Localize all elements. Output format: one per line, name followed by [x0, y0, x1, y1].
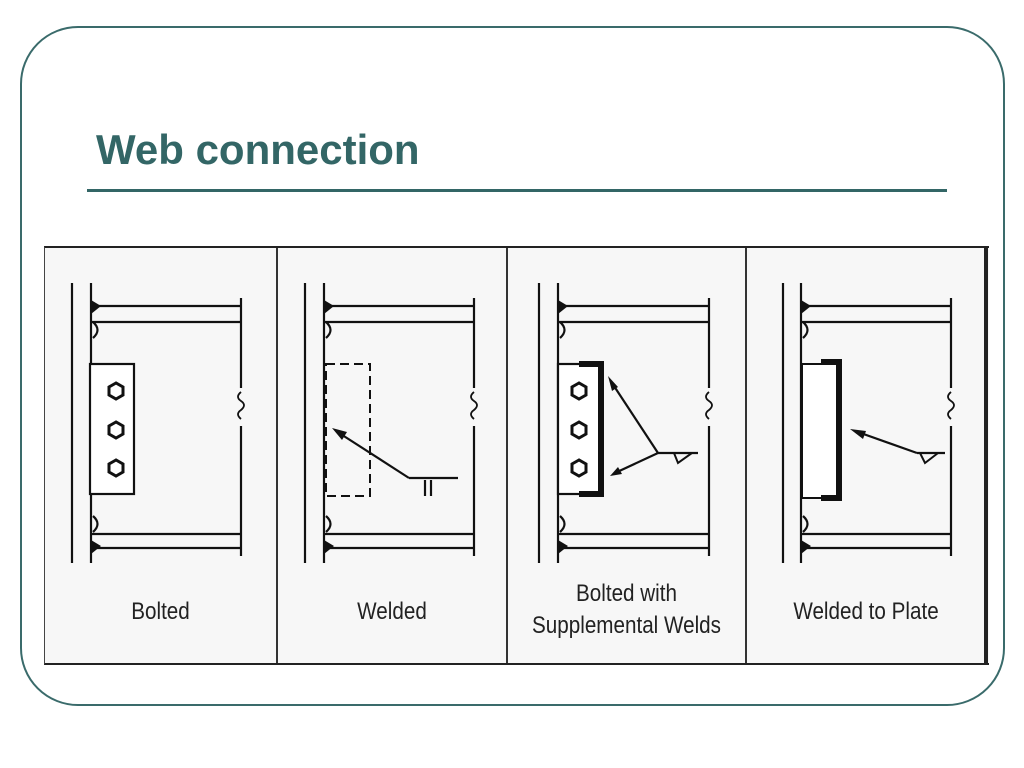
leader-arrow-icon [610, 467, 622, 476]
title-underline [87, 189, 947, 192]
fillet-weld-symbol-icon [672, 452, 696, 465]
bolted-welded-drawing [537, 283, 713, 563]
leader-arrow-icon [332, 428, 347, 440]
figure-right-edge [984, 246, 988, 665]
web-connection-figure: Bolted [44, 246, 989, 665]
slide-frame [20, 26, 1005, 706]
caption-bolted-with: Bolted with [576, 580, 677, 607]
fillet-weld-symbol-icon [918, 452, 941, 465]
welded-drawing [303, 283, 478, 563]
shear-plate [556, 362, 603, 496]
bolt-icon [570, 381, 588, 401]
bolt-icon [570, 458, 588, 478]
panel-welded-to-plate: Welded to Plate [745, 248, 985, 663]
bolt-icon [570, 420, 588, 440]
caption-bolted: Bolted [131, 598, 190, 625]
leader-arrow-icon [850, 429, 866, 439]
welded-to-plate-drawing [781, 283, 955, 563]
panel-welded: Welded [276, 248, 506, 663]
weld-triangle-icon [91, 300, 101, 314]
bolted-drawing [70, 283, 245, 563]
bolt-icon [107, 458, 125, 478]
panel-bolted: Bolted [45, 248, 276, 663]
slide-title: Web connection [96, 126, 420, 173]
caption-welded: Welded [357, 598, 427, 625]
shear-plate [801, 363, 840, 499]
panel-bolted-with-supplemental-welds: Bolted with Supplemental Welds [506, 248, 745, 663]
leader-arrow-icon [608, 376, 618, 391]
bolt-icons [107, 381, 125, 478]
dashed-plate [325, 363, 371, 497]
caption-welded-to-plate: Welded to Plate [793, 598, 939, 625]
supplemental-weld-line [579, 361, 604, 497]
caption-supplemental-welds: Supplemental Welds [532, 612, 721, 639]
weld-to-plate-line [821, 359, 842, 501]
bolt-icon [107, 420, 125, 440]
bolt-icon [107, 381, 125, 401]
